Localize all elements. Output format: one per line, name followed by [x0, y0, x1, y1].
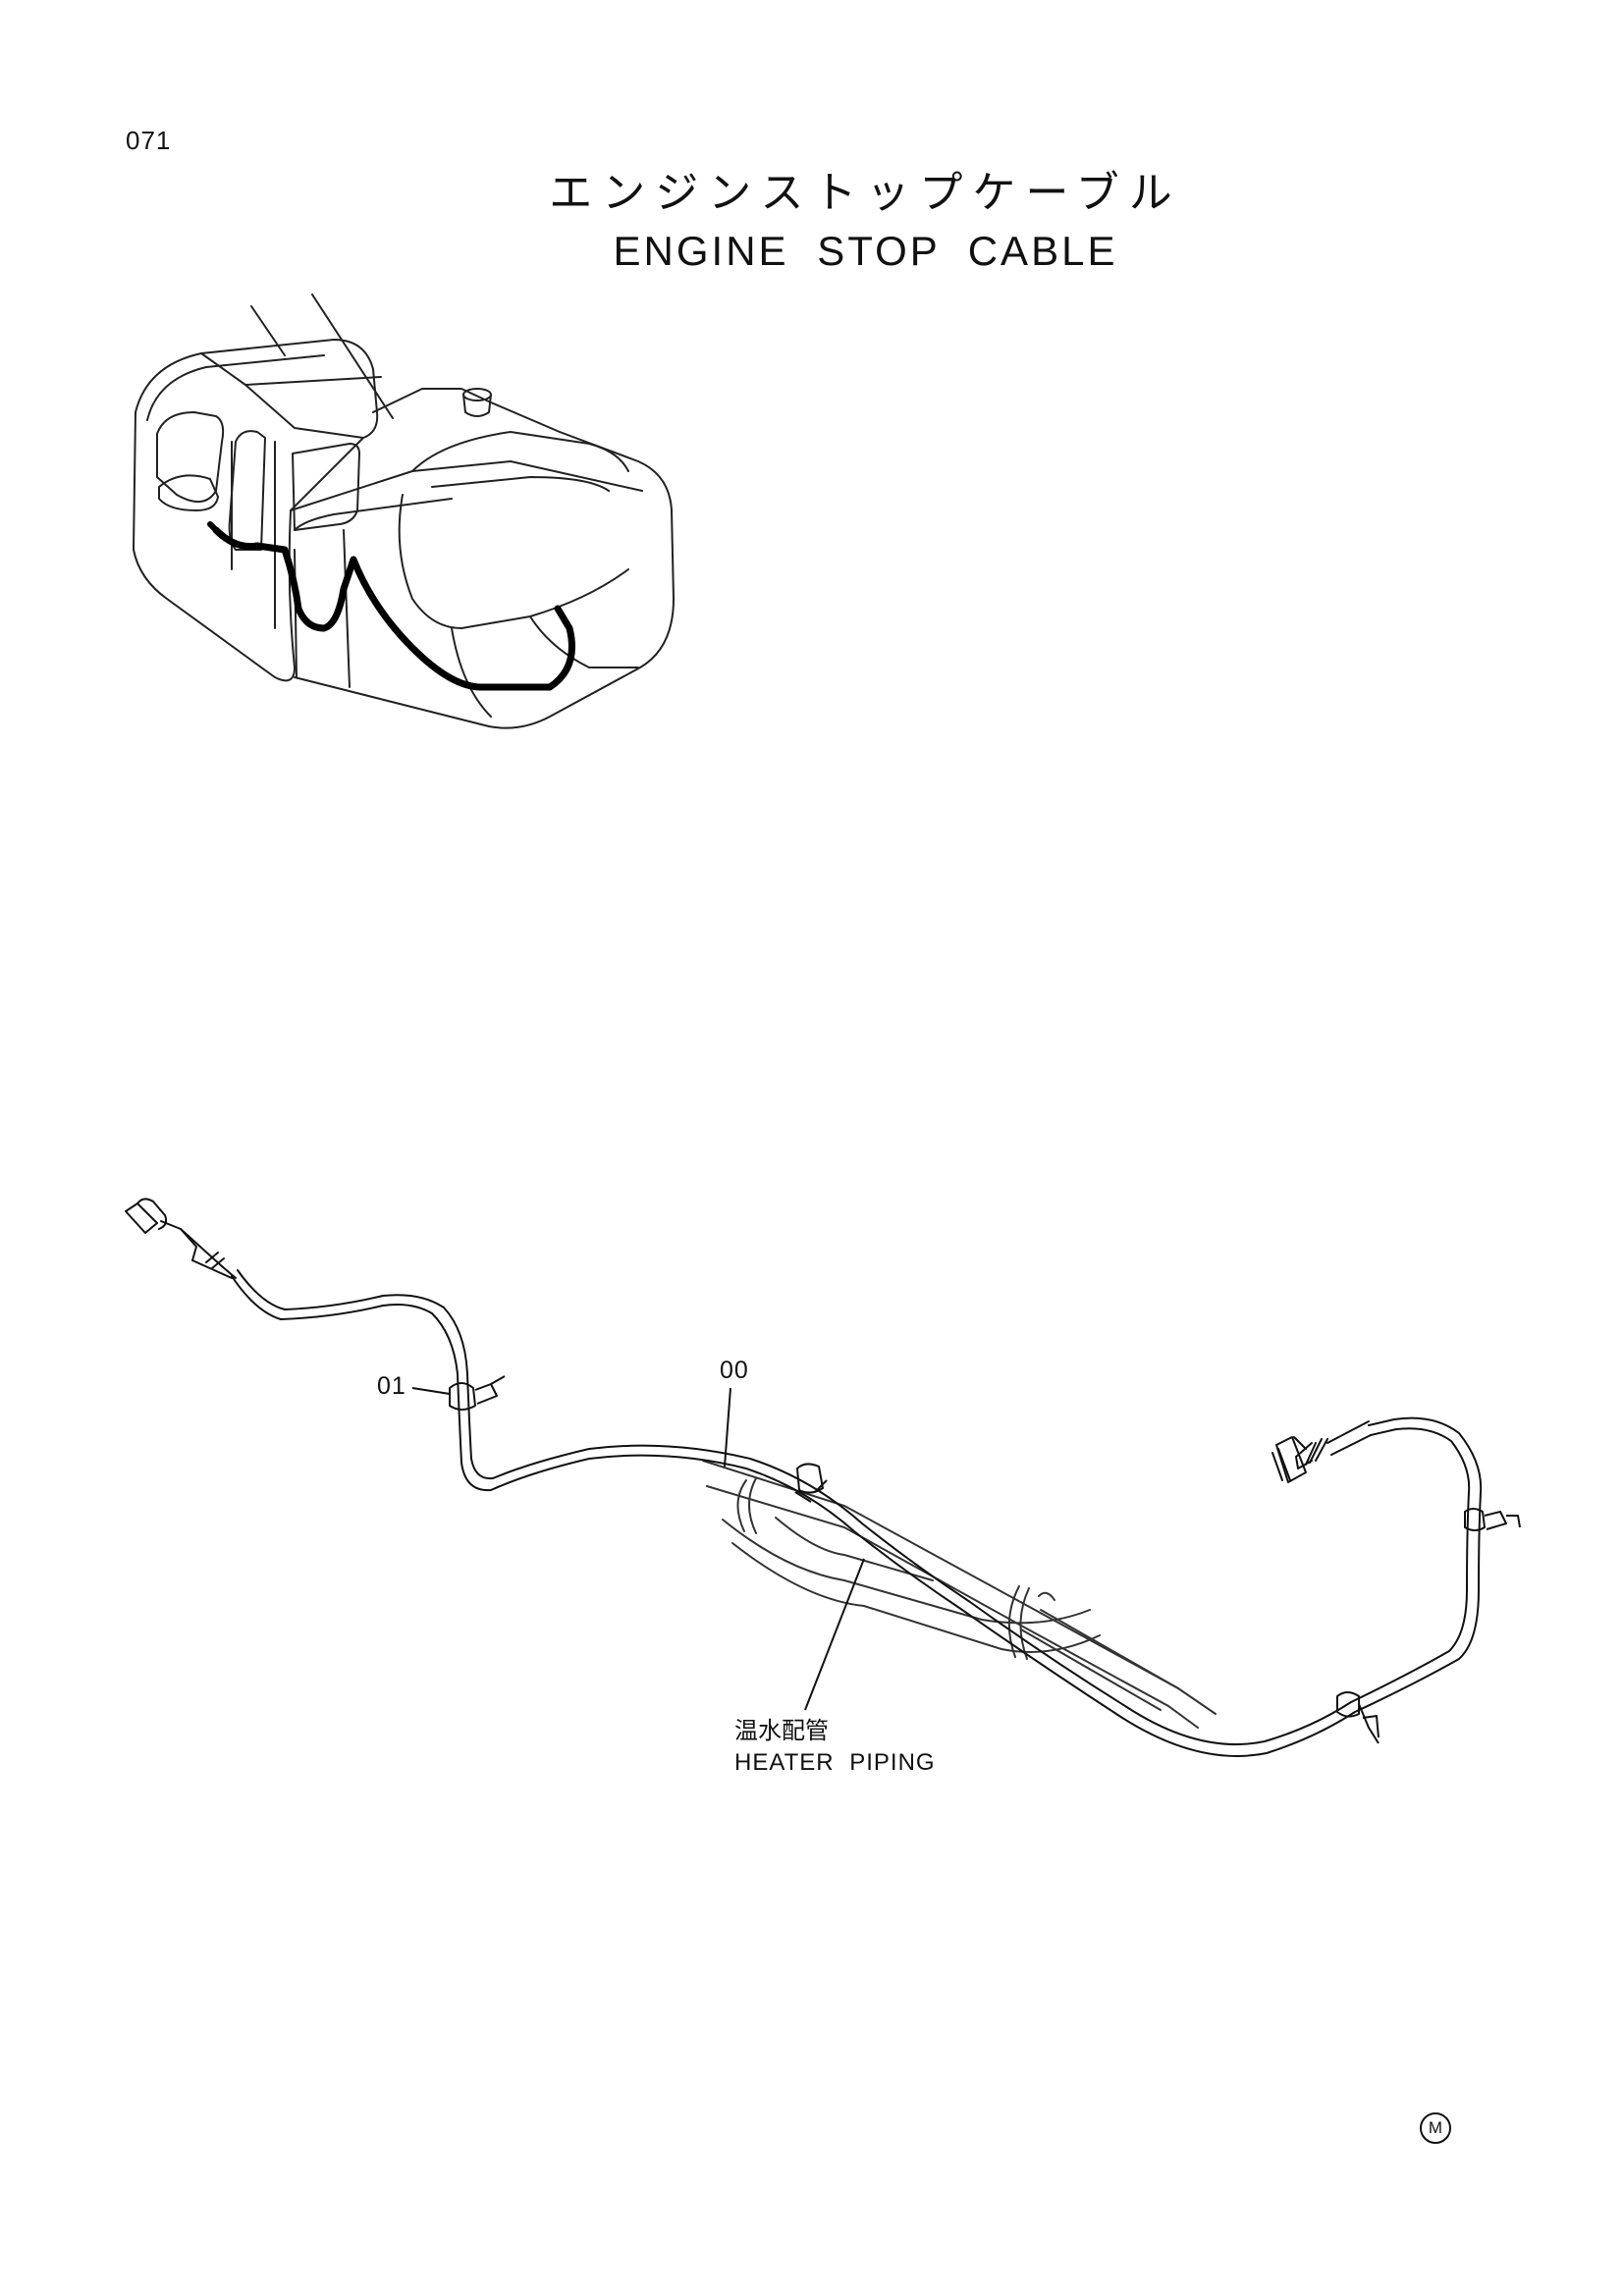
- title-english: ENGINE STOP CABLE: [613, 228, 1118, 274]
- page-title: エンジンストップケーブル ENGINE STOP CABLE: [0, 157, 1623, 275]
- callout-part-00: 00: [720, 1357, 749, 1384]
- excavator-overview-illustration: [133, 294, 675, 729]
- heater-piping-label-en: HEATER PIPING: [734, 1749, 936, 1776]
- cable-clamps: [449, 1375, 1521, 1744]
- page-number: 071: [126, 126, 172, 155]
- footer-mark: M: [1420, 2112, 1451, 2144]
- engine-stop-cable: [125, 1198, 1483, 1757]
- callout-leaders: [411, 1387, 865, 1711]
- heater-piping-label: 温水配管 HEATER PIPING: [734, 1716, 936, 1779]
- title-japanese: エンジンストップケーブル: [549, 168, 1182, 218]
- callout-part-01: 01: [377, 1372, 406, 1400]
- heater-piping-label-jp: 温水配管: [734, 1718, 829, 1744]
